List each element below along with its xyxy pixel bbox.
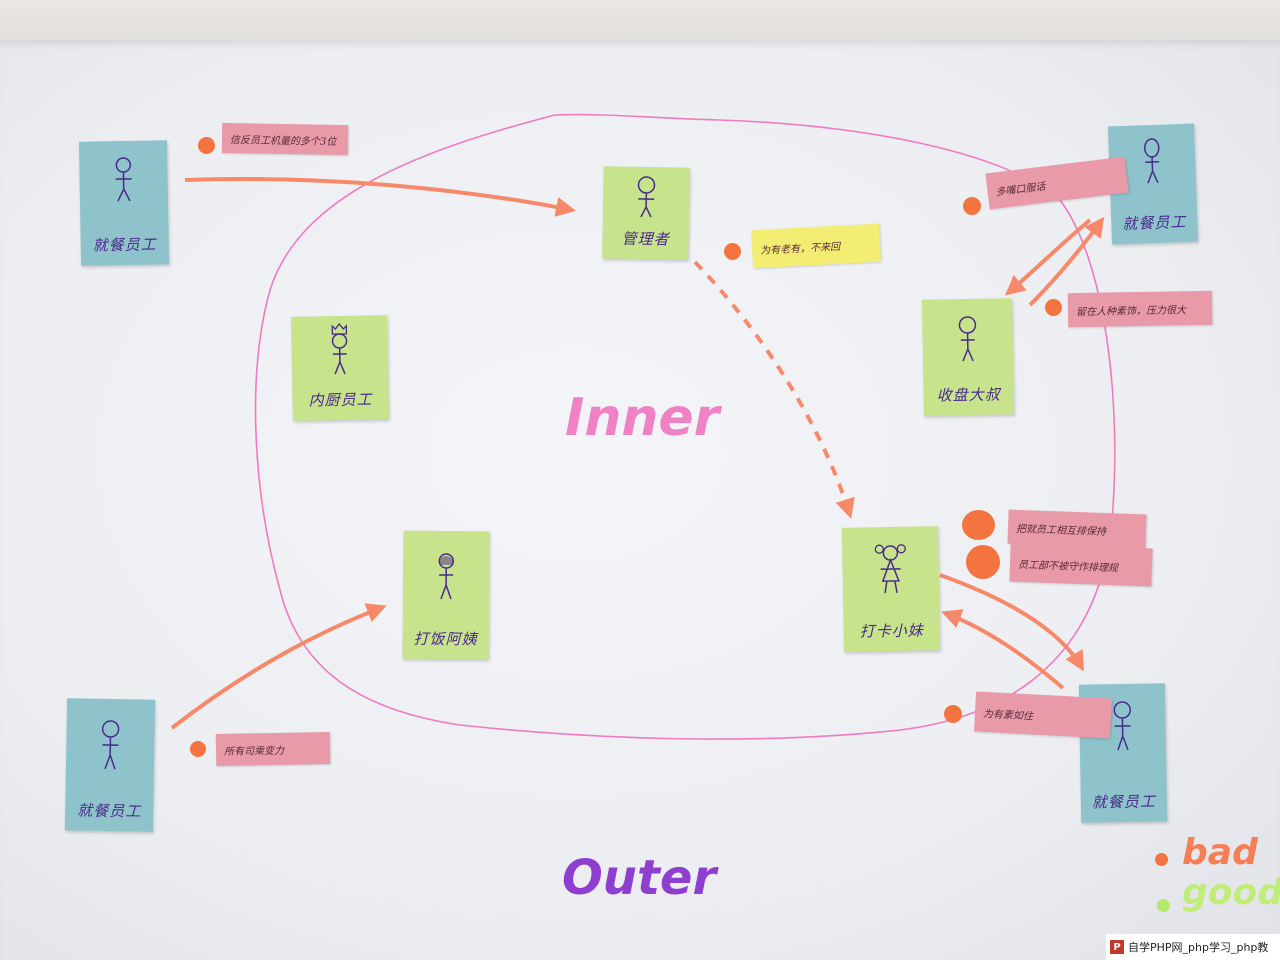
stick-figure-icon: [637, 176, 656, 218]
watermark: P 自学PHP网_php学习_php教: [1106, 934, 1280, 960]
tag-comment: 留在人种素饰，压力很大: [1067, 290, 1213, 328]
tag-comment: 把就员工相互排保持: [1007, 509, 1147, 549]
watermark-text: 自学PHP网_php学习_php教: [1128, 941, 1269, 954]
arrow-cashier-to-topright: [1028, 216, 1105, 307]
stick-figure-icon: [331, 322, 348, 375]
note-diner-top-right: 就餐员工: [1107, 123, 1199, 245]
outer-label: Outer: [562, 850, 717, 906]
note-diner-bottom-left: 就餐员工: [64, 698, 156, 832]
arrow-bottomright-to-checkin: [941, 609, 1065, 690]
tag-comment: 为有老有，不来回: [751, 223, 881, 269]
note-label: 收盘大叔: [936, 385, 1001, 405]
stick-figure-icon: [874, 544, 906, 594]
note-label: 就餐员工: [1091, 792, 1157, 812]
bad-dot-icon: [962, 510, 995, 540]
arrow-topleft-to-manager: [184, 177, 576, 217]
inner-boundary: [254, 113, 1116, 740]
note-label: 就餐员工: [92, 235, 157, 255]
bad-dot-icon: [966, 545, 1000, 579]
note-manager: 管理者: [602, 166, 690, 260]
legend-good-dot-icon: [1157, 899, 1170, 912]
stick-figure-icon: [115, 157, 132, 202]
note-cashier: 收盘大叔: [921, 298, 1015, 416]
note-kitchen-staff: 内厨员工: [291, 315, 389, 421]
tag-comment: 信反员工机量的多个3位: [221, 122, 349, 156]
legend-bad: bad: [1182, 832, 1258, 873]
note-server: 打饭阿姨: [402, 530, 490, 660]
stick-figure-icon: [958, 316, 977, 362]
stick-figure-icon: [1113, 701, 1131, 751]
watermark-logo-icon: P: [1110, 940, 1124, 954]
stick-figure-icon: [438, 553, 455, 600]
note-label: 打卡小妹: [859, 621, 924, 641]
stick-figure-icon: [101, 720, 120, 770]
tag-comment: 为有素如住: [974, 691, 1112, 739]
inner-label: Inner: [565, 388, 720, 448]
tag-comment: 所有司乘变力: [215, 732, 331, 766]
legend-good: good: [1182, 872, 1280, 913]
stick-figure-icon: [1143, 138, 1160, 184]
arrow-topright-to-cashier: [1004, 218, 1092, 296]
bad-dot-icon: [724, 243, 741, 260]
arrow-checkin-to-bottomright: [939, 573, 1085, 672]
bad-dot-icon: [963, 197, 981, 215]
bad-dot-icon: [190, 741, 206, 757]
tag-comment: 员工部不被守作排理规: [1009, 543, 1153, 587]
bad-dot-icon: [198, 137, 215, 154]
legend-bad-dot-icon: [1155, 853, 1168, 866]
note-diner-bottom-right: 就餐员工: [1078, 683, 1168, 823]
note-label: 就餐员工: [1122, 212, 1187, 234]
bad-dot-icon: [1045, 299, 1062, 316]
bad-dot-icon: [944, 705, 962, 723]
note-label: 内厨员工: [308, 390, 373, 410]
note-label: 打饭阿姨: [413, 629, 478, 649]
note-diner-top-left: 就餐员工: [78, 140, 170, 266]
note-label: 管理者: [621, 229, 670, 249]
note-checkin-girl: 打卡小妹: [841, 526, 941, 652]
arrow-bottomleft-to-server: [170, 603, 387, 730]
note-label: 就餐员工: [77, 801, 142, 821]
